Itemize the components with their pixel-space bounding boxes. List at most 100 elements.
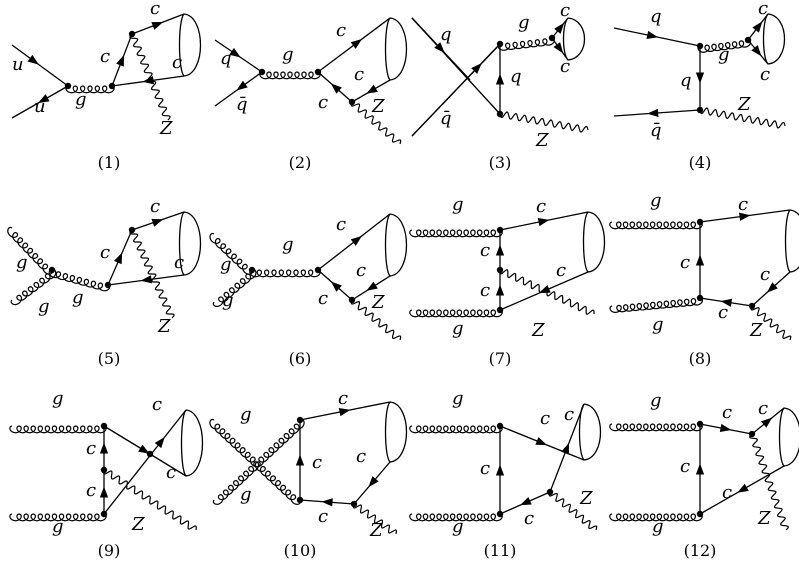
arrow-head <box>138 444 150 454</box>
particle-label: Z <box>737 94 751 115</box>
z-boson-line <box>750 305 792 341</box>
particle-label: q <box>440 24 452 45</box>
particle-label: g <box>652 314 664 335</box>
particle-label: g <box>38 296 50 317</box>
particle-label: c <box>760 64 770 85</box>
arrow-head <box>229 47 241 58</box>
particle-label: Z <box>749 320 763 341</box>
arrow-head <box>495 73 505 85</box>
particle-label: c <box>356 446 366 467</box>
gluon-line <box>609 297 704 313</box>
arrow-head <box>366 84 378 94</box>
fermion-line <box>103 409 187 515</box>
arrow-head <box>350 39 362 49</box>
z-boson-line <box>749 433 789 531</box>
particle-label: g <box>452 318 464 339</box>
particle-label: c <box>680 456 690 477</box>
particle-label: g <box>52 388 64 409</box>
particle-label: g <box>652 516 664 537</box>
particle-label: c <box>354 64 364 85</box>
gluon-line <box>9 513 107 522</box>
arrow-head <box>752 21 763 33</box>
arrow-head <box>99 486 109 498</box>
particle-label: c <box>480 280 490 301</box>
arrow-head <box>151 218 164 227</box>
particle-label: c <box>560 56 570 77</box>
gluon-line <box>609 513 703 522</box>
particle-label: g <box>650 190 662 211</box>
particle-label: q̄ <box>236 94 248 115</box>
gluon-line <box>409 425 503 434</box>
particle-label: c <box>86 480 96 501</box>
particle-label: g <box>16 252 28 273</box>
arrow-head <box>140 275 152 284</box>
bound-state-blob <box>784 209 799 273</box>
arrow-head <box>151 22 164 30</box>
particle-label: Z <box>371 292 385 313</box>
arrow-head <box>561 442 569 455</box>
diagram-caption: (12) <box>684 541 717 560</box>
z-boson-line <box>103 469 197 531</box>
gluon-line <box>609 221 703 230</box>
particle-label: Z <box>531 320 545 341</box>
gluon-line <box>609 423 703 432</box>
diagram-caption: (2) <box>289 153 312 172</box>
arrow-head <box>737 483 749 493</box>
particle-label: q̄ <box>440 108 452 129</box>
particle-label: Z <box>535 130 549 151</box>
gluon-line <box>697 39 752 53</box>
arrow-head <box>366 281 378 291</box>
bound-state-blob <box>762 13 786 65</box>
particle-label: q <box>510 66 522 87</box>
diagram-caption: (10) <box>284 541 317 560</box>
arrow-head <box>295 454 305 466</box>
particle-label: c <box>540 408 550 429</box>
particle-label: Z <box>369 520 383 541</box>
particle-label: g <box>222 290 234 311</box>
gluon-line <box>249 269 321 278</box>
diagram-caption: (1) <box>98 153 121 172</box>
arrow-head <box>321 498 333 507</box>
particle-label: c <box>556 260 566 281</box>
arrow-head <box>537 218 550 227</box>
particle-label: c <box>760 264 770 285</box>
particle-label: c <box>480 240 490 261</box>
diagram-caption: (7) <box>489 349 512 368</box>
arrow-head <box>99 442 109 454</box>
z-boson-line <box>548 491 598 531</box>
arrow-head <box>647 108 659 118</box>
fermion-line <box>11 44 69 87</box>
arrow-head <box>330 83 342 94</box>
particle-label: g <box>452 516 464 537</box>
bound-state-blob <box>180 409 204 477</box>
arrow-head <box>368 476 379 488</box>
particle-label: c <box>758 398 768 419</box>
particle-label: c <box>150 196 160 217</box>
gluon-line <box>9 425 107 434</box>
particle-label: c <box>722 482 732 503</box>
arrow-head <box>330 281 342 292</box>
z-boson-line <box>352 503 398 535</box>
particle-label: c <box>680 252 690 273</box>
diagram-caption: (3) <box>489 153 512 172</box>
particle-label: q <box>220 48 232 69</box>
particle-label: c <box>564 404 574 425</box>
z-boson-line <box>699 107 786 129</box>
bound-state-blob <box>384 17 408 81</box>
particle-label: c <box>172 52 182 73</box>
particle-label: c <box>174 252 184 273</box>
bound-state-blob <box>578 403 602 461</box>
diagram-caption: (8) <box>689 349 712 368</box>
particle-label: c <box>356 260 366 281</box>
arrow-head <box>646 30 659 40</box>
arrow-head <box>350 235 362 246</box>
particle-label: g <box>75 89 87 110</box>
arrow-head <box>695 254 705 266</box>
particle-label: c <box>318 288 328 309</box>
arrow-head <box>751 45 762 57</box>
